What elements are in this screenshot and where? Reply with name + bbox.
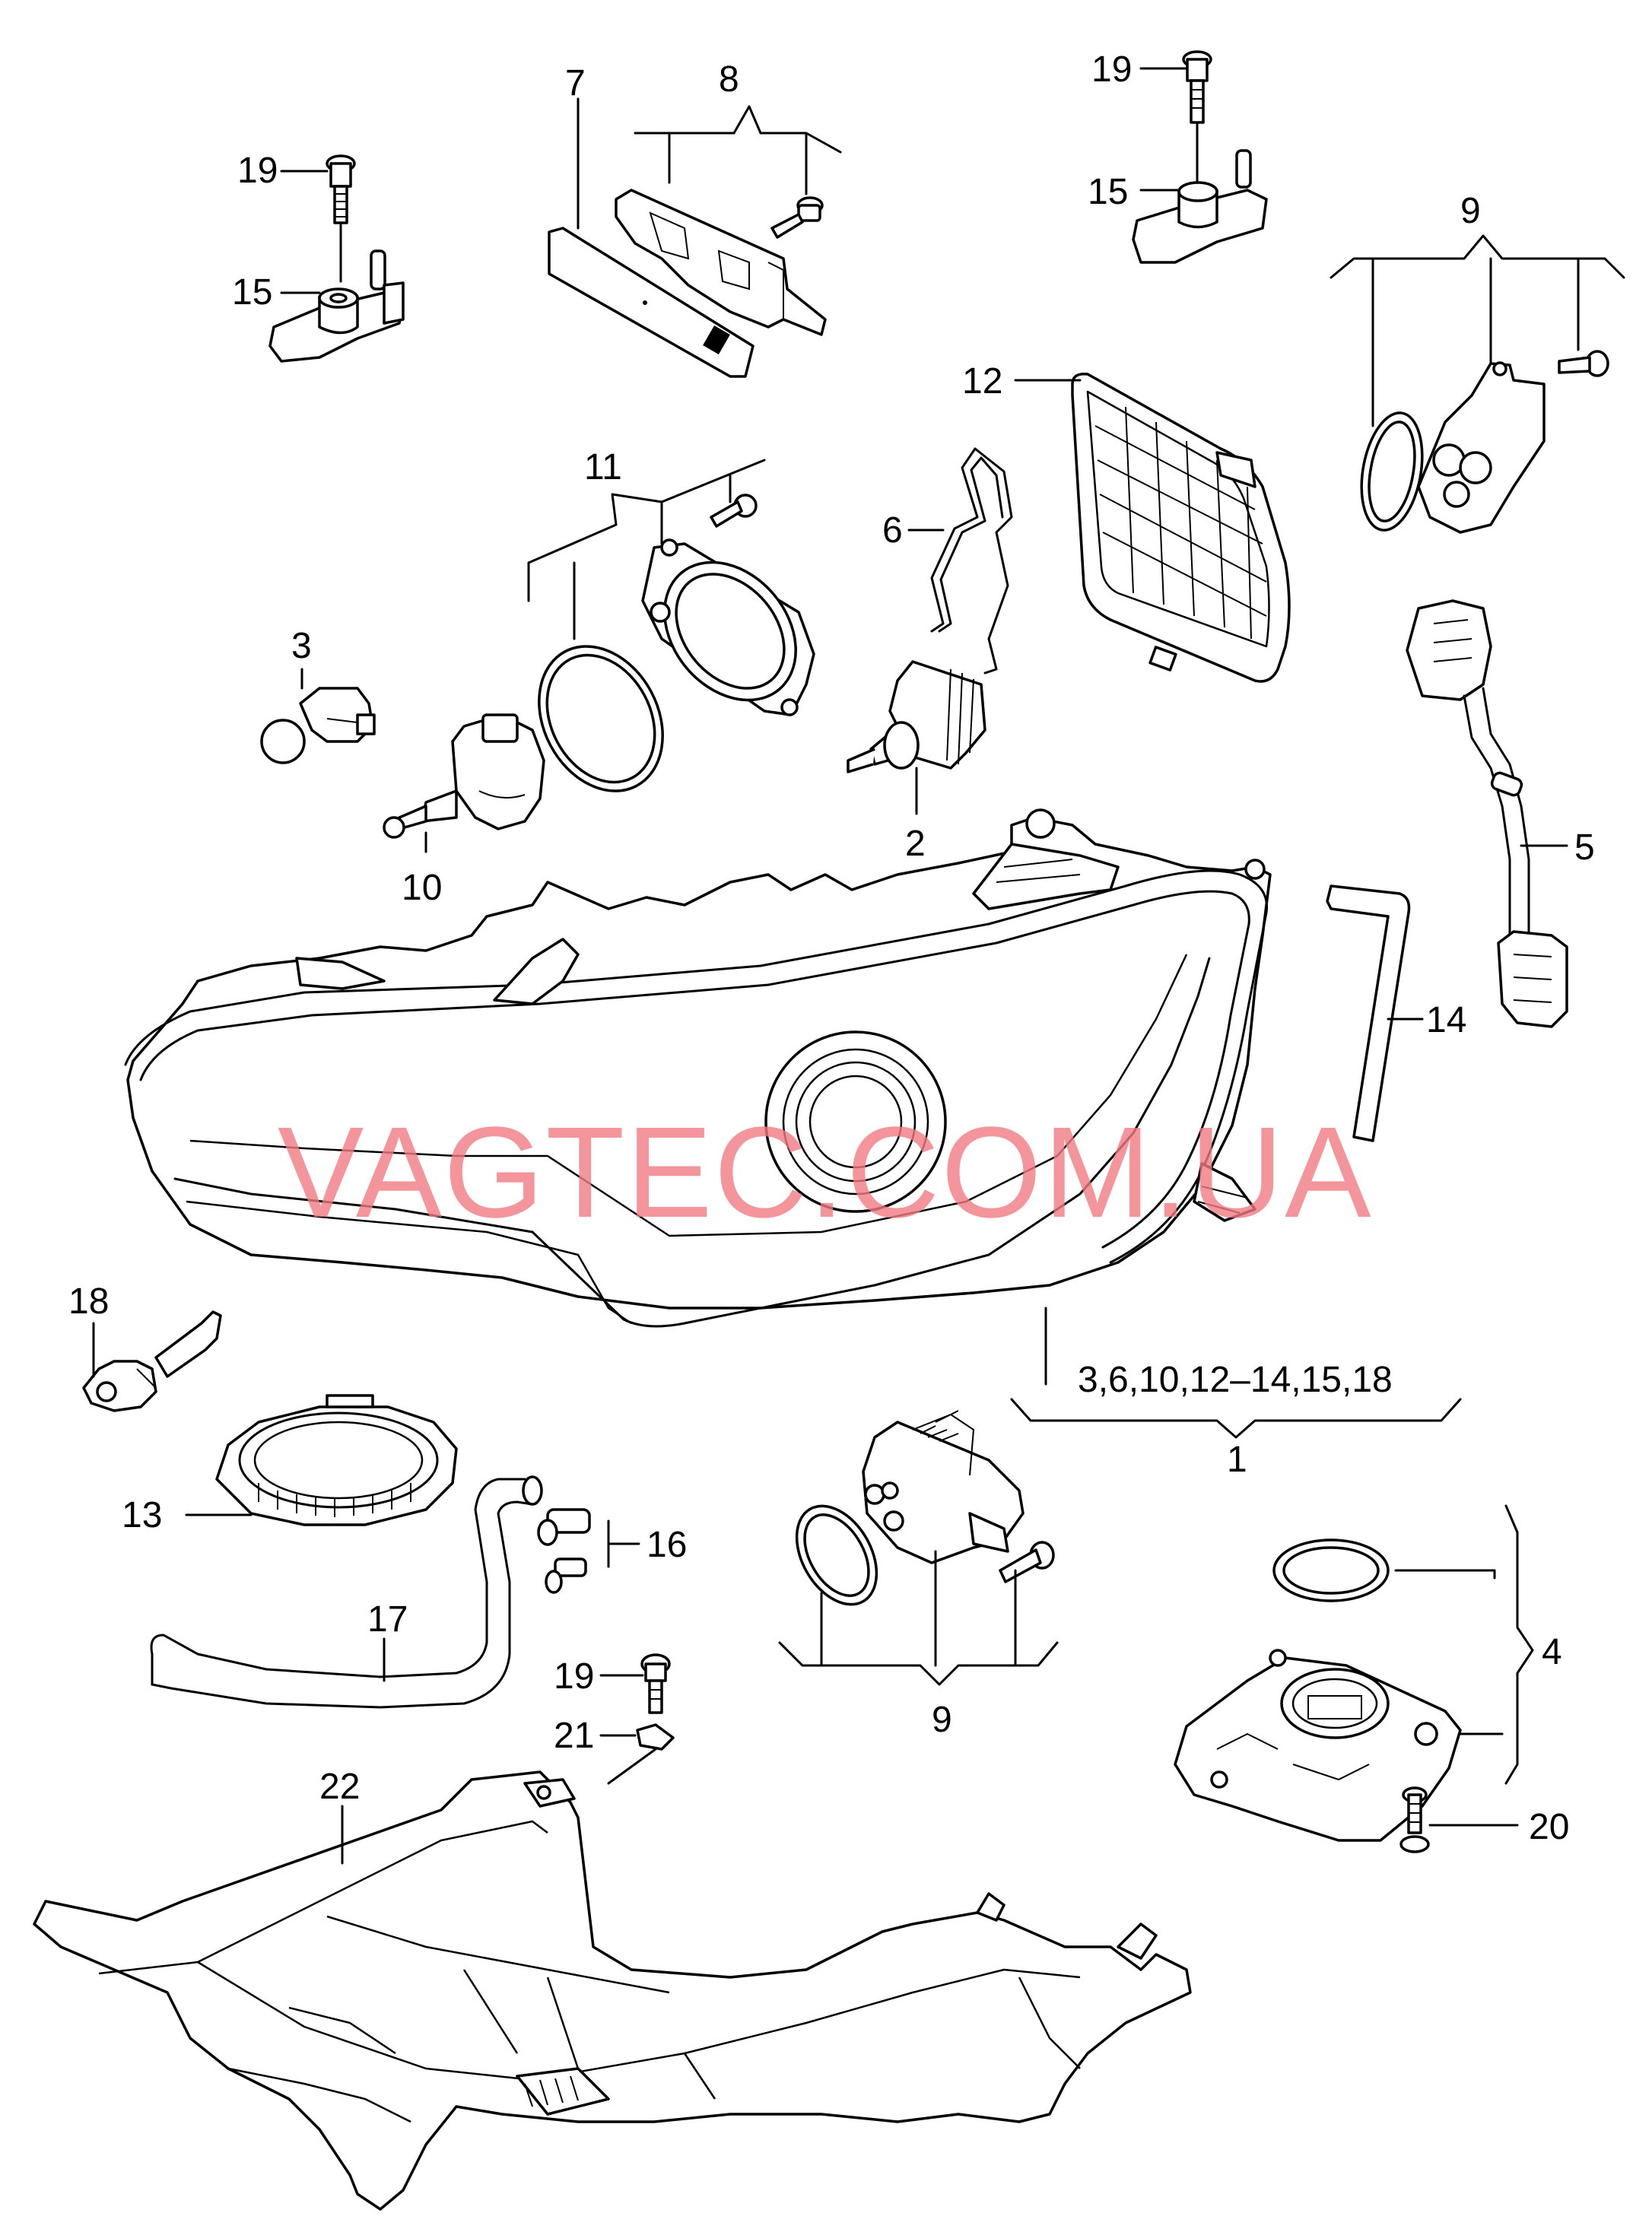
screw-20 xyxy=(1399,1786,1430,1853)
rear-cap xyxy=(215,1394,458,1526)
screw-11 xyxy=(710,494,758,528)
callout-5: 5 xyxy=(1574,827,1595,868)
callout-19-right: 19 xyxy=(1091,49,1132,90)
callout-22: 22 xyxy=(319,1767,360,1807)
callout-12: 12 xyxy=(962,361,1002,402)
bolt-left xyxy=(326,154,356,224)
support-bracket xyxy=(33,1770,1192,2211)
callout-9-bottom: 9 xyxy=(932,1700,952,1740)
lens-ring-11 xyxy=(641,538,815,716)
screw-9-bottom xyxy=(999,1541,1055,1583)
callout-3: 3 xyxy=(291,626,312,666)
xenon-ballast xyxy=(1174,1649,1462,1842)
bracket-11-legs xyxy=(573,474,732,640)
vent-hose xyxy=(150,1478,534,1709)
bracket-8-b xyxy=(668,132,842,195)
callout-20: 20 xyxy=(1529,1807,1569,1847)
bolt-right xyxy=(1182,50,1212,124)
callout-15-left: 15 xyxy=(232,272,272,313)
callout-7: 7 xyxy=(565,63,586,103)
callout-21: 21 xyxy=(554,1716,594,1756)
callout-8: 8 xyxy=(719,59,739,100)
xenon-bulb xyxy=(847,660,986,773)
callout-1-includes: 3,6,10,12–14,15,18 xyxy=(1078,1360,1393,1400)
bracket-8-apex xyxy=(732,105,762,135)
callout-11: 11 xyxy=(584,447,622,487)
callout-15-right: 15 xyxy=(1088,172,1128,212)
bracket-9-bottom xyxy=(778,1641,1059,1686)
ballast-seal-ring xyxy=(1272,1538,1390,1602)
t-connector xyxy=(522,1475,591,1594)
bracket-9-top xyxy=(1330,234,1625,279)
heat-sink-bracket xyxy=(615,189,827,336)
seal-ring-9-top xyxy=(1360,411,1424,532)
bracket-1 xyxy=(1010,1398,1462,1439)
screw-8 xyxy=(770,196,824,239)
bracket-9-top-legs xyxy=(1371,257,1580,427)
bracket-8 xyxy=(634,132,671,184)
callout-19-left: 19 xyxy=(237,151,278,191)
seal-ring-9-bottom xyxy=(795,1504,878,1606)
cable-harness xyxy=(1406,599,1568,1028)
callout-14: 14 xyxy=(1426,1000,1466,1040)
leader-21-arrow xyxy=(607,1748,657,1785)
cover-plate xyxy=(548,227,755,378)
callout-2: 2 xyxy=(905,824,926,864)
screw-9-top xyxy=(1558,350,1609,377)
callout-17: 17 xyxy=(367,1599,408,1640)
bracket-4 xyxy=(1504,1504,1534,1785)
seal-ring-11 xyxy=(538,645,664,792)
callout-6: 6 xyxy=(882,510,903,551)
callout-9-top: 9 xyxy=(1460,191,1481,231)
callout-1: 1 xyxy=(1227,1440,1247,1480)
bolt-bottom xyxy=(640,1653,671,1714)
spring-nut-21 xyxy=(636,1723,675,1751)
callout-13: 13 xyxy=(122,1495,162,1535)
leveling-motor xyxy=(383,713,545,839)
leader-4 xyxy=(1394,1569,1504,1735)
callout-4: 4 xyxy=(1542,1632,1562,1672)
grid-gasket xyxy=(1071,373,1291,683)
callout-19-bottom: 19 xyxy=(554,1656,594,1697)
bracket-9-bottom-legs xyxy=(820,1550,1017,1667)
mount-bracket-right xyxy=(1132,149,1268,264)
bulb-socket xyxy=(82,1310,222,1412)
bulb-small xyxy=(260,687,376,764)
ignitor-module-9 xyxy=(862,1410,1025,1564)
callout-10: 10 xyxy=(402,868,442,908)
headlight-housing xyxy=(124,808,1272,1328)
spring-clip xyxy=(930,447,1013,675)
cap-cover-9-top xyxy=(1417,361,1546,534)
seal-strip xyxy=(1326,884,1411,1142)
mount-bracket-left xyxy=(268,249,405,363)
leader-16 xyxy=(607,1519,640,1568)
callout-18: 18 xyxy=(68,1281,109,1322)
bracket-11 xyxy=(527,459,766,602)
callout-16: 16 xyxy=(647,1525,687,1565)
watermark: VAGTEC.COM.UA xyxy=(278,1100,1373,1245)
